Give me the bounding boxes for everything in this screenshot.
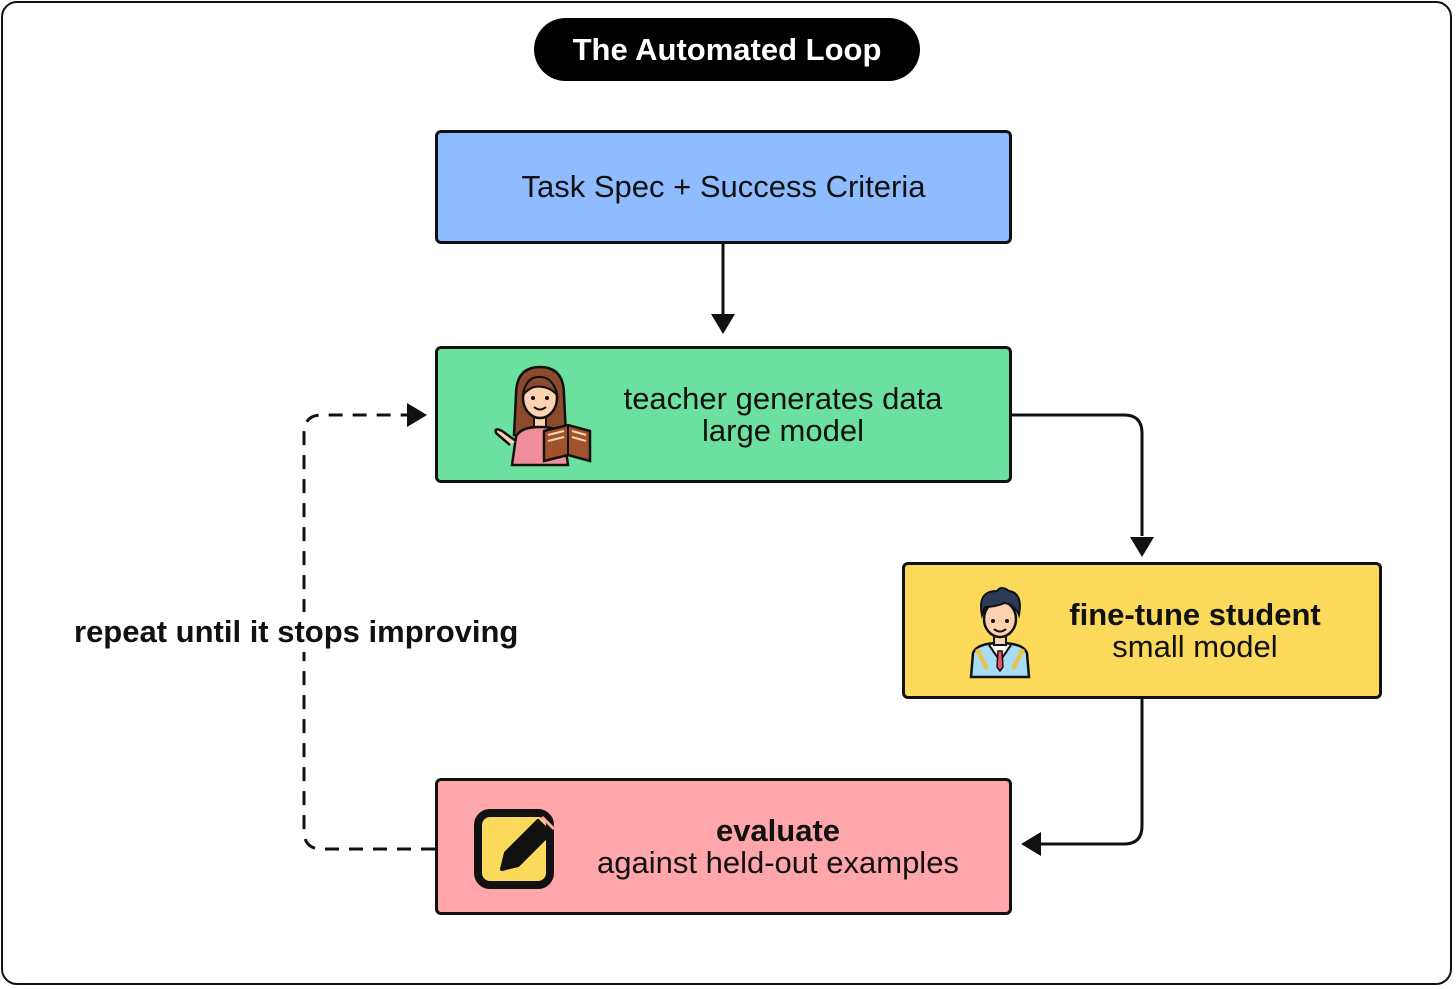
arrowhead-loop xyxy=(407,403,427,427)
arrowhead-spec-to-teacher xyxy=(711,314,735,334)
student-line2: small model xyxy=(1112,629,1278,664)
arrow-teacher-to-student xyxy=(1012,413,1144,536)
edit-note-icon xyxy=(474,809,556,889)
evaluate-line1: evaluate xyxy=(715,813,841,848)
task-spec-node: Task Spec + Success Criteria xyxy=(435,130,1012,244)
task-spec-label: Task Spec + Success Criteria xyxy=(521,169,926,204)
evaluate-node: evaluate against held-out examples xyxy=(435,778,1012,915)
student-node: fine-tune student small model xyxy=(902,562,1382,699)
evaluate-line2: against held-out examples xyxy=(597,845,959,880)
evaluate-label: evaluate against held-out examples xyxy=(568,815,988,879)
arrowhead-teacher-to-student xyxy=(1130,537,1154,557)
student-label: fine-tune student small model xyxy=(1045,599,1345,663)
teacher-line1: teacher generates data xyxy=(623,381,943,416)
loop-label: repeat until it stops improving xyxy=(74,612,544,652)
teacher-node: teacher generates data large model xyxy=(435,346,1012,483)
diagram-title: The Automated Loop xyxy=(534,18,920,81)
student-line1: fine-tune student xyxy=(1069,597,1321,632)
teacher-line2: large model xyxy=(702,413,864,448)
arrow-student-to-evaluate xyxy=(1040,699,1144,846)
teacher-icon xyxy=(494,365,592,467)
student-icon xyxy=(969,587,1031,679)
teacher-label: teacher generates data large model xyxy=(598,383,968,447)
arrowhead-student-to-evaluate xyxy=(1021,832,1041,856)
